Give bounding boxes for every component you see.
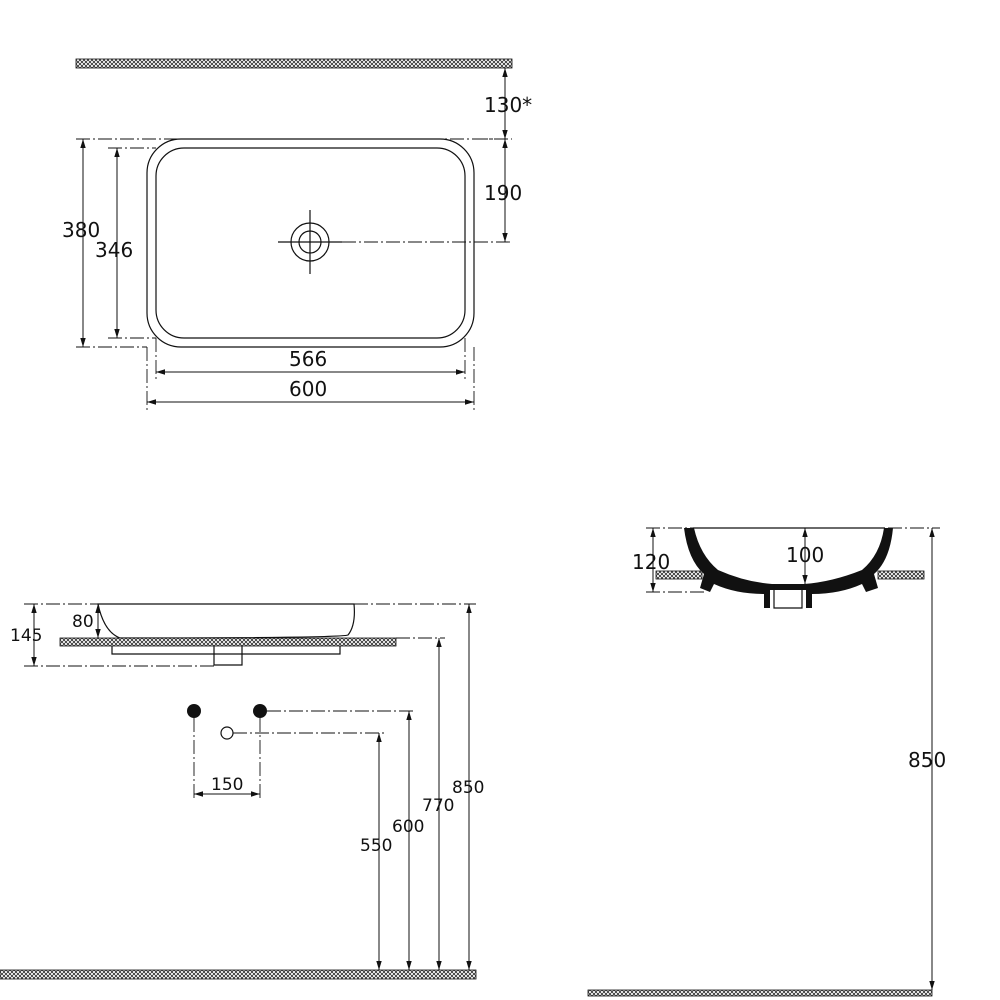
dim-770-label: 770 (422, 796, 454, 816)
dim-850-section-label: 850 (908, 748, 946, 772)
floor-hatch-side (0, 969, 477, 980)
countertop-section-left (655, 570, 703, 580)
dim-850-side-label: 850 (452, 778, 484, 798)
dim-above-counter-label: 80 (72, 612, 94, 632)
dim-offset-label: 130* (484, 93, 532, 117)
basin-section-wall (684, 528, 893, 608)
water-supply-right (253, 704, 267, 718)
dim-550-label: 550 (360, 836, 392, 856)
dim-inner-depth-label: 346 (95, 238, 133, 262)
drain-section (773, 584, 803, 609)
countertop-section-right (877, 570, 925, 580)
countertop-hatch (59, 637, 397, 647)
dim-drain-label: 190 (484, 181, 522, 205)
basin-side-profile (97, 603, 355, 639)
section-view: 120 100 850 (587, 527, 946, 997)
side-view: 145 80 150 550 600 770 850 (0, 603, 484, 980)
wall-hatch-top (75, 58, 513, 69)
floor-hatch-section (587, 989, 933, 997)
basin-outer-outline (146, 138, 475, 348)
drain-symbol (278, 210, 512, 274)
dim-section-height-label: 120 (632, 550, 670, 574)
waste-outlet-point (220, 726, 234, 740)
dim-outer-depth-label: 380 (62, 218, 100, 242)
dim-total-height-label: 145 (10, 626, 42, 646)
dim-inner-width-label: 566 (289, 347, 327, 371)
dim-600-label: 600 (392, 817, 424, 837)
dim-section-drain-label: 100 (786, 543, 824, 567)
dim-outer-width-label: 600 (289, 377, 327, 401)
basin-inner-outline (155, 147, 466, 339)
water-supply-left (187, 704, 201, 718)
dim-spacing-label: 150 (211, 775, 243, 795)
top-view: 130* 190 380 346 566 600 (62, 58, 532, 410)
drain-waste-side (213, 646, 243, 666)
